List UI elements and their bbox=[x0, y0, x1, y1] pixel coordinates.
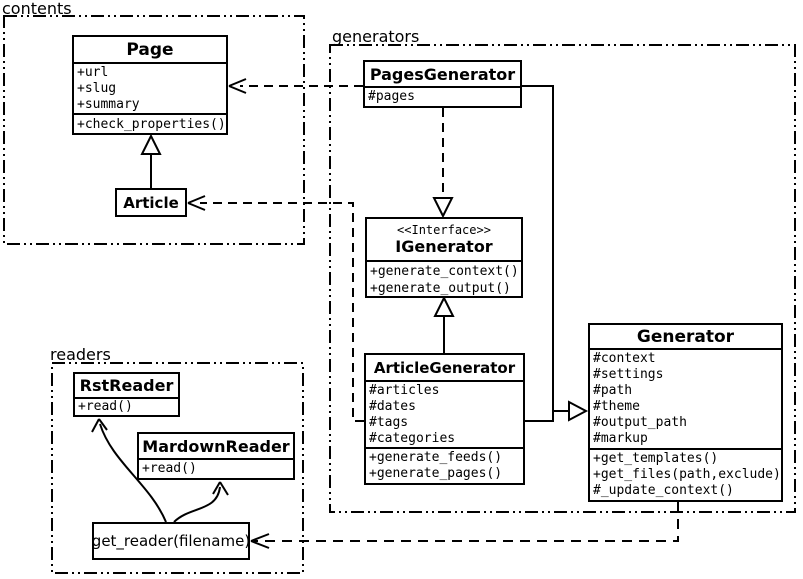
class-article-title: Article bbox=[123, 193, 179, 212]
class-articlegenerator-method: +generate_pages() bbox=[369, 466, 503, 481]
generators-package-label: generators bbox=[332, 27, 420, 46]
class-pagesgenerator: PagesGenerator #pages bbox=[363, 60, 522, 108]
edge-getreader-rstreader-arrow bbox=[91, 418, 167, 523]
readers-package-border bbox=[51, 362, 304, 574]
class-page: Page +url +slug +summary +check_properti… bbox=[72, 35, 228, 135]
class-articlegenerator-title: ArticleGenerator bbox=[373, 358, 516, 377]
class-pagesgenerator-title: PagesGenerator bbox=[369, 64, 516, 84]
class-igenerator-title: IGenerator bbox=[395, 237, 493, 256]
class-page-attribute: +slug bbox=[77, 81, 117, 96]
class-articlegenerator-attribute: #articles bbox=[369, 383, 440, 398]
class-mardownreader: MardownReader +read() bbox=[137, 432, 295, 480]
contents-package-border bbox=[3, 15, 305, 245]
edge-articlegenerator-igenerator-inheritance bbox=[433, 295, 455, 353]
class-mardownreader-method: +read() bbox=[142, 461, 197, 476]
class-articlegenerator: ArticleGenerator #articles #dates #tags … bbox=[364, 353, 525, 485]
class-igenerator-method: +generate_output() bbox=[370, 281, 511, 296]
class-page-attribute: +summary bbox=[77, 97, 140, 112]
class-generator-attribute: #output_path bbox=[593, 415, 687, 430]
edge-generator-getreader-dependency bbox=[250, 502, 679, 549]
class-generator-method: +get_templates() bbox=[593, 451, 719, 466]
class-rstreader: RstReader +read() bbox=[73, 372, 180, 417]
class-articlegenerator-attribute: #categories bbox=[369, 431, 456, 446]
class-generator-method: +get_files(path,exclude) bbox=[593, 467, 781, 482]
readers-package-label: readers bbox=[50, 345, 111, 364]
class-generator-attribute: #theme bbox=[593, 399, 640, 414]
class-generator-title: Generator bbox=[636, 326, 735, 347]
class-pagesgenerator-attribute: #pages bbox=[368, 89, 415, 104]
contents-package-label: contents bbox=[2, 0, 72, 18]
edge-getreader-mardownreader-arrow bbox=[173, 481, 229, 523]
edge-pagesgenerator-igenerator-realization bbox=[432, 108, 454, 219]
class-articlegenerator-attribute: #dates bbox=[369, 399, 416, 414]
class-articlegenerator-method: +generate_feeds() bbox=[369, 450, 503, 465]
class-generator: Generator #context #settings #path #them… bbox=[588, 323, 783, 502]
edge-article-page-inheritance bbox=[140, 133, 162, 188]
get-reader-box: get_reader(filename) bbox=[92, 522, 250, 560]
class-rstreader-method: +read() bbox=[78, 399, 133, 414]
class-rstreader-title: RstReader bbox=[79, 376, 174, 395]
class-generator-attribute: #path bbox=[593, 383, 633, 398]
class-generator-attribute: #settings bbox=[593, 367, 664, 382]
class-generator-attribute: #markup bbox=[593, 431, 648, 446]
class-page-title: Page bbox=[126, 39, 174, 60]
class-generator-method: #_update_context() bbox=[593, 483, 734, 498]
generators-package-border bbox=[329, 44, 796, 513]
edge-pagesgenerator-page-dependency bbox=[228, 78, 363, 94]
class-igenerator: <<Interface>> IGenerator +generate_conte… bbox=[365, 217, 523, 298]
class-page-attribute: +url bbox=[77, 65, 109, 80]
class-page-method: +check_properties() bbox=[77, 117, 226, 132]
edge-articlegenerator-article-dependency bbox=[187, 195, 364, 422]
class-articlegenerator-attribute: #tags bbox=[369, 415, 409, 430]
class-igenerator-method: +generate_context() bbox=[370, 264, 519, 279]
class-article: Article bbox=[115, 188, 187, 217]
class-mardownreader-title: MardownReader bbox=[142, 436, 290, 456]
edge-generators-generator-inheritance bbox=[522, 85, 589, 422]
class-generator-attribute: #context bbox=[593, 351, 656, 366]
get-reader-label: get_reader(filename) bbox=[91, 532, 251, 550]
class-igenerator-stereotype: <<Interface>> bbox=[397, 223, 491, 237]
